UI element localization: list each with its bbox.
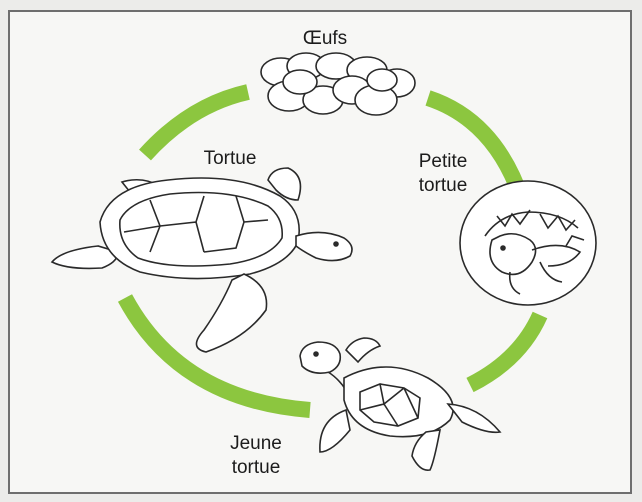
stage-label-hatchling-line1: Petite xyxy=(398,150,488,174)
juvenile-turtle-icon xyxy=(300,338,500,470)
stage-label-adult: Tortue xyxy=(190,147,270,171)
adult-sea-turtle-icon xyxy=(52,168,352,352)
stage-label-juvenile-line1: Jeune xyxy=(216,432,296,456)
stage-label-eggs: Œufs xyxy=(295,27,355,51)
stage-label-hatchling-line2: tortue xyxy=(398,174,488,198)
stage-label-juvenile: Jeune tortue xyxy=(216,432,296,480)
stage-label-juvenile-line2: tortue xyxy=(216,456,296,480)
stage-label-hatchling: Petite tortue xyxy=(398,150,488,198)
hatching-turtle-icon xyxy=(460,181,596,305)
turtle-eggs-icon xyxy=(261,53,415,115)
arc-hatchling-to-juvenile xyxy=(470,315,540,385)
arc-adult-to-eggs xyxy=(145,92,248,155)
